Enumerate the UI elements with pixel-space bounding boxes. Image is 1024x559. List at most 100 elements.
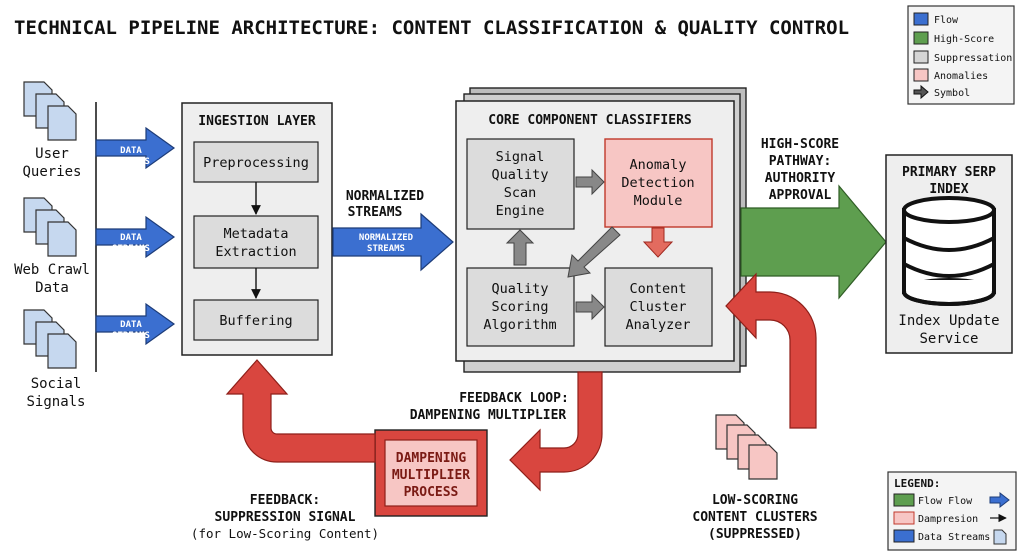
bottom-legend: LEGEND: Flow Flow Dampresion Data Stream… (887, 471, 1017, 551)
normalized-arrow-label: STREAMS (367, 244, 405, 254)
core-classifiers-title: CORE COMPONENT CLASSIFIERS (488, 113, 692, 128)
legend-swatch-flow (913, 12, 929, 26)
ingestion-step-label: Metadata (223, 226, 288, 242)
component-label: Cluster (630, 299, 687, 315)
page-title: TECHNICAL PIPELINE ARCHITECTURE: CONTENT… (14, 17, 849, 39)
component-label: Module (634, 193, 683, 209)
legend-label-anomalies: Anomalies (934, 71, 988, 82)
normalized-streams-arrow: NORMALIZED STREAMS (332, 212, 454, 272)
normalized-streams-label: STREAMS (348, 205, 403, 220)
ingestion-step-label: Preprocessing (203, 155, 309, 171)
database-icon (902, 196, 996, 306)
feedback-loop-label: FEEDBACK LOOP: (459, 391, 569, 406)
legend-swatch-data-streams (893, 529, 915, 543)
data-stream-label: STREAMS (112, 157, 150, 167)
component-label: Content (630, 281, 687, 297)
suppression-signal-arrow (225, 359, 376, 463)
serp-title: INDEX (929, 182, 968, 197)
component-label: Quality (492, 167, 549, 183)
normalized-streams-label: NORMALIZED (346, 189, 424, 204)
ingestion-step-label: Buffering (219, 313, 292, 329)
signal-quality-scan-engine (466, 138, 575, 230)
source-label: User (35, 146, 69, 162)
legend-swatch-high-score (913, 31, 929, 45)
component-label: Analyzer (625, 317, 690, 333)
legend-swatch-suppression (913, 50, 929, 64)
normalized-arrow-label: NORMALIZED (359, 233, 414, 243)
legend-label-flow: Flow (934, 15, 959, 26)
data-stream-label: DATA (120, 233, 142, 243)
serp-service-label: Service (919, 331, 978, 347)
dampening-multiplier-process: DAMPENING MULTIPLIER PROCESS (374, 429, 488, 517)
source-label: Web Crawl (14, 262, 90, 278)
low-scoring-label: CONTENT CLUSTERS (692, 510, 817, 525)
document-stack-icon (23, 197, 77, 257)
high-score-label: APPROVAL (769, 188, 832, 203)
source-label: Social (31, 376, 82, 392)
high-score-arrow (740, 184, 887, 300)
legend-label: Flow Flow (918, 496, 973, 507)
low-scoring-return-arrow (725, 272, 817, 429)
data-stream-label: DATA (120, 146, 142, 156)
low-scoring-document-stack-icon (715, 414, 778, 480)
document-icon (993, 529, 1007, 545)
serp-service-label: Index Update (898, 313, 999, 329)
feedback-signal-label: SUPPRESSION SIGNAL (215, 510, 356, 525)
legend-label: Dampresion (918, 514, 978, 525)
component-label: Detection (621, 175, 694, 191)
blue-arrow-icon (989, 491, 1010, 509)
legend-label-symbol: Symbol (934, 88, 970, 99)
data-stream-arrow-3: DATA STREAMS (95, 302, 176, 346)
document-stack-icon (23, 309, 77, 369)
ingestion-layer: INGESTION LAYER Preprocessing Metadata E… (181, 102, 333, 356)
arrow-anomaly-to-scoring (567, 226, 621, 278)
bottom-legend-title: LEGEND: (894, 477, 940, 490)
ingestion-layer-title: INGESTION LAYER (198, 114, 316, 129)
ingestion-step-preprocessing (193, 141, 319, 183)
primary-serp-index: PRIMARY SERP INDEX Index Update Service (885, 154, 1013, 354)
data-stream-label: DATA (120, 320, 142, 330)
arrow-anomaly-to-cluster (642, 227, 674, 258)
low-scoring-label: (SUPPRESSED) (708, 527, 802, 542)
source-web-crawl-data: Web Crawl Data (14, 197, 90, 296)
source-user-queries: User Queries (22, 81, 82, 180)
feedback-loop-label: DAMPENING MULTIPLIER (410, 408, 567, 423)
legend-symbol-arrow-icon (913, 84, 929, 100)
high-score-label: PATHWAY: (769, 154, 832, 169)
document-stack-icon (23, 81, 77, 141)
component-label: Quality (492, 281, 549, 297)
feedback-signal-label: FEEDBACK: (250, 493, 320, 508)
feedback-signal-label: (for Low-Scoring Content) (191, 526, 379, 541)
content-cluster-analyzer (604, 267, 713, 347)
arrow-scoring-to-signal (505, 229, 535, 266)
anomaly-detection-module (604, 138, 713, 228)
source-social-signals: Social Signals (23, 309, 86, 410)
data-stream-arrow-2: DATA STREAMS (95, 215, 176, 259)
high-score-label: AUTHORITY (765, 171, 836, 186)
ingestion-step-label: Extraction (215, 244, 296, 260)
legend-swatch-flow (893, 493, 915, 507)
serp-title: PRIMARY SERP (902, 165, 996, 180)
source-label: Signals (26, 394, 85, 410)
component-label: Signal (496, 149, 545, 165)
component-label: Scoring (492, 299, 549, 315)
legend-swatch-dampening (893, 511, 915, 525)
dampening-label: PROCESS (404, 485, 459, 500)
ingestion-step-metadata-extraction (193, 215, 319, 269)
high-score-pathway: HIGH-SCORE PATHWAY: AUTHORITY APPROVAL (740, 137, 887, 300)
feedback-loop-arrow (509, 371, 603, 492)
quality-scoring-algorithm (466, 267, 575, 347)
source-label: Queries (22, 164, 81, 180)
low-scoring-label: LOW-SCORING (712, 493, 798, 508)
data-stream-label: STREAMS (112, 244, 150, 254)
data-stream-arrow-1: DATA STREAMS (95, 126, 176, 170)
high-score-label: HIGH-SCORE (761, 137, 839, 152)
component-label: Algorithm (483, 317, 556, 333)
legend-swatch-anomalies (913, 68, 929, 82)
source-label: Data (35, 280, 69, 296)
arrow-scoring-to-cluster (575, 293, 605, 321)
component-label: Anomaly (630, 157, 687, 173)
dampening-label: DAMPENING (396, 451, 467, 466)
component-label: Engine (496, 203, 545, 219)
